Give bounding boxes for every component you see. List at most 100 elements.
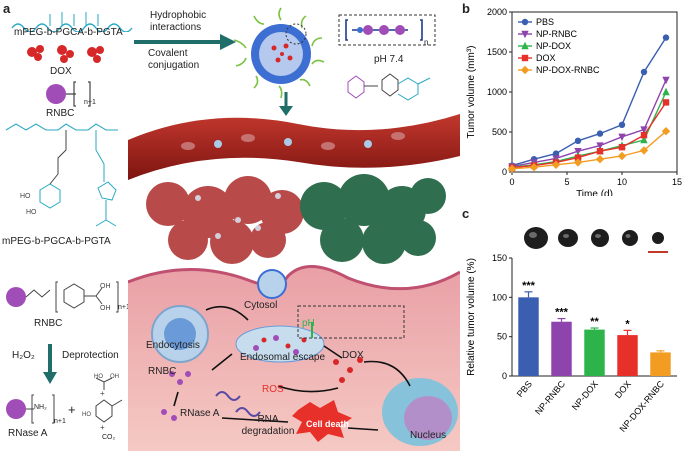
series-line-pbs — [511, 37, 667, 167]
down-arrow-icon — [279, 92, 293, 116]
y-tick-label: 500 — [492, 127, 507, 137]
y-tick-label: 100 — [492, 292, 507, 302]
data-point — [596, 130, 604, 137]
cytosol-label: Cytosol — [244, 300, 278, 311]
polymer-label-2: mPEG-b-PGCA-b-PGTA — [2, 236, 111, 247]
x-tick-label: DOX — [613, 379, 633, 400]
polymer-chain-icon — [11, 12, 133, 32]
rnbc-sphere-icon — [46, 81, 91, 107]
y-tick-label: 2000 — [487, 7, 507, 17]
ros-label: ROS — [262, 384, 284, 395]
legend-marker — [521, 41, 529, 50]
series-line-dox — [511, 102, 667, 169]
rnbc-structure-icon: OH OH — [6, 281, 119, 313]
bar-np-rnbc — [551, 321, 572, 376]
legend-label: NP-RNBC — [536, 29, 578, 39]
x-tick-label: 0 — [509, 177, 514, 187]
data-point — [529, 163, 539, 172]
y-tick-label: 0 — [502, 371, 507, 381]
ph-down-label: pH — [302, 318, 315, 329]
y-axis-label: Relative tumor volume (%) — [466, 258, 477, 376]
nh2-label: NH₂ — [34, 404, 47, 411]
co2-label: CO₂ — [102, 434, 116, 441]
data-point — [551, 160, 561, 169]
series-line-np-rnbc — [511, 79, 667, 168]
data-point — [574, 148, 582, 156]
bar-dox — [617, 335, 638, 376]
svg-text:OH: OH — [100, 283, 111, 290]
data-point — [662, 99, 670, 106]
data-point — [617, 151, 627, 161]
legend-label: NP-DOX — [536, 41, 571, 51]
y-tick-label: 1500 — [487, 47, 507, 57]
x-axis-label: Time (d) — [576, 189, 613, 196]
legend-label: PBS — [536, 17, 554, 27]
cell-death-label: Cell death — [306, 419, 350, 429]
data-point — [662, 34, 670, 41]
rna-degradation-label: RNA degradation — [241, 414, 295, 437]
hydrophobic-label: Hydrophobic interactions — [150, 10, 207, 33]
significance-mark: ** — [590, 316, 599, 328]
cell-schematic-illustration — [128, 265, 460, 451]
rnase-a-cell-label: RNase A — [180, 408, 220, 419]
data-point — [507, 164, 517, 173]
significance-mark: *** — [555, 307, 569, 319]
svg-text:OH: OH — [110, 374, 119, 380]
data-point — [618, 144, 626, 151]
dox-cell-label: DOX — [342, 350, 364, 361]
rnase-n-label: n+1 — [54, 418, 66, 425]
data-point — [595, 155, 605, 164]
data-point — [618, 121, 626, 128]
blood-vessel-tumor-illustration — [128, 114, 460, 264]
data-point — [574, 137, 582, 144]
dox-label: DOX — [50, 66, 72, 77]
nucleus-label: Nucleus — [410, 430, 447, 441]
y-tick-label: 1000 — [487, 87, 507, 97]
svg-text:HO: HO — [26, 209, 37, 216]
y-tick-label: 150 — [492, 253, 507, 263]
bar-pbs — [518, 297, 539, 376]
data-point — [639, 146, 649, 155]
data-point — [618, 133, 626, 141]
rnbc-label-top: RNBC — [46, 108, 75, 119]
data-point — [596, 148, 604, 155]
data-point — [640, 132, 648, 139]
assembly-arrow-icon — [134, 34, 236, 50]
byproduct-structure-icon: HO OH + HO + — [82, 374, 123, 432]
y-tick-label: 0 — [502, 167, 507, 177]
bar-np-dox — [584, 329, 605, 376]
x-tick-label: NP-RNBC — [533, 378, 567, 416]
legend-label: DOX — [536, 53, 556, 63]
panel-a-letter: a — [3, 1, 11, 16]
legend-marker — [520, 65, 530, 75]
plus-sign: + — [68, 402, 76, 417]
conjugate-zoom-box — [338, 14, 436, 46]
data-point — [573, 158, 583, 167]
data-point — [662, 87, 670, 96]
data-point — [662, 76, 670, 85]
legend-label: NP-DOX-RNBC — [536, 65, 600, 75]
series-line-np-dox — [511, 91, 667, 168]
x-tick-label: NP-DOX — [570, 379, 600, 412]
covalent-label: Covalent conjugation — [148, 48, 200, 71]
data-point — [596, 142, 604, 150]
deprotection-arrow-icon — [43, 344, 57, 384]
data-point — [574, 154, 582, 161]
tumor-photos-row — [524, 227, 668, 253]
panel-b-letter: b — [462, 1, 470, 16]
x-tick-label: 10 — [617, 177, 627, 187]
y-tick-label: 50 — [497, 332, 507, 342]
endosomal-escape-label: Endosomal escape — [240, 352, 326, 363]
rnbc-cell-label: RNBC — [148, 366, 177, 377]
rnase-sphere-icon — [6, 394, 55, 424]
legend-marker — [521, 54, 529, 62]
legend-marker — [521, 30, 529, 39]
svg-text:+: + — [100, 423, 105, 432]
rnase-a-label: RNase A — [8, 428, 48, 439]
ph-7-4-label: pH 7.4 — [374, 54, 404, 65]
x-tick-label: 5 — [564, 177, 569, 187]
rnbc-n-label: n+1 — [84, 99, 96, 106]
h2o2-label: H₂O₂ — [12, 350, 35, 361]
svg-text:HO: HO — [94, 374, 103, 380]
